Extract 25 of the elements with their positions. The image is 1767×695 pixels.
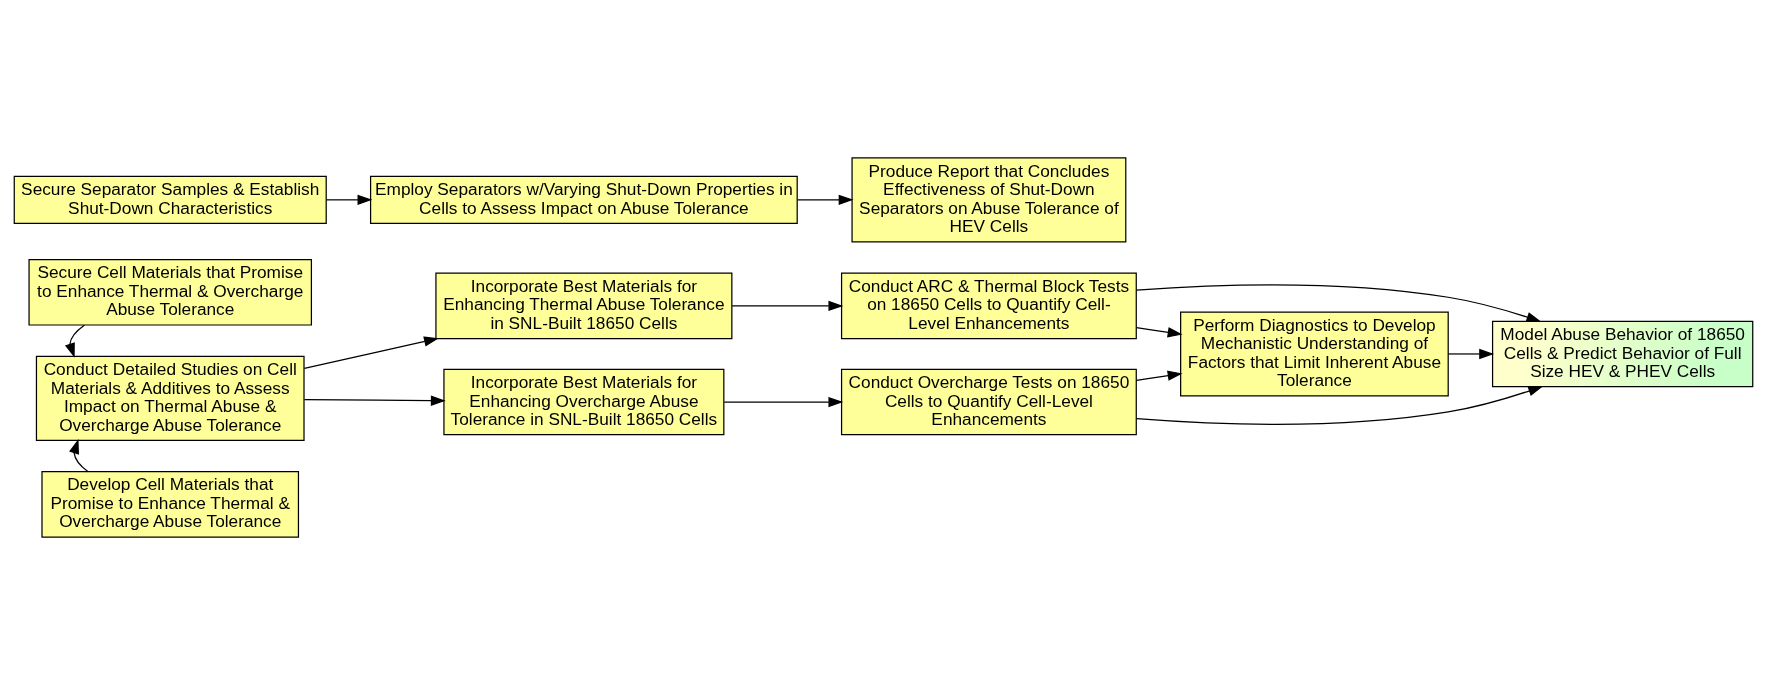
arrow	[1135, 386, 1544, 425]
node-box: Conduct Overcharge Tests on 18650 Cells to Quantify Cell-Level Enhancements	[840, 368, 1137, 436]
arrow	[1135, 370, 1183, 381]
node-box: Perform Diagnostics to Develop Mechanistic Understanding of Factors that Limit Inherent Abuse Tolerance	[1180, 311, 1449, 397]
arrow	[65, 324, 85, 358]
arrow	[797, 194, 854, 206]
arrow	[1135, 284, 1542, 323]
arrow	[723, 396, 844, 408]
arrow	[303, 336, 439, 370]
arrow	[1135, 327, 1183, 338]
node-box: Incorporate Best Materials for Enhancing Thermal Abuse Tolerance in SNL-Built 18650 Cells	[435, 272, 733, 340]
node-box: Conduct Detailed Studies on Cell Materials & Additives to Assess Impact on Thermal Abuse & Overcharge Abuse Tolerance	[35, 355, 305, 441]
arrow	[303, 395, 446, 406]
node-box: Secure Separator Samples & Establish Shut-Down Characteristics	[13, 175, 327, 224]
node-box: Produce Report that Concludes Effectiveness of Shut-Down Separators on Abuse Tolerance of HEV Cells	[851, 157, 1127, 243]
arrow	[1447, 348, 1494, 360]
node-box: Conduct ARC & Thermal Block Tests on 18650 Cells to Quantify Cell-Level Enhancements	[840, 272, 1137, 340]
node-box: Employ Separators w/Varying Shut-Down Properties in Cells to Assess Impact on Abuse Tolerance	[369, 175, 798, 224]
arrow	[69, 438, 89, 473]
node-box: Secure Cell Materials that Promise to Enhance Thermal & Overcharge Abuse Tolerance	[28, 259, 312, 326]
node-box: Develop Cell Materials that Promise to Enhance Thermal & Overcharge Abuse Tolerance	[41, 471, 300, 538]
node-box: Model Abuse Behavior of 18650 Cells & Predict Behavior of Full Size HEV & PHEV Cells	[1491, 320, 1754, 388]
arrow	[731, 300, 844, 312]
arrow	[325, 194, 373, 206]
node-box: Incorporate Best Materials for Enhancing Overcharge Abuse Tolerance in SNL-Built 18650 Cells	[443, 368, 725, 436]
